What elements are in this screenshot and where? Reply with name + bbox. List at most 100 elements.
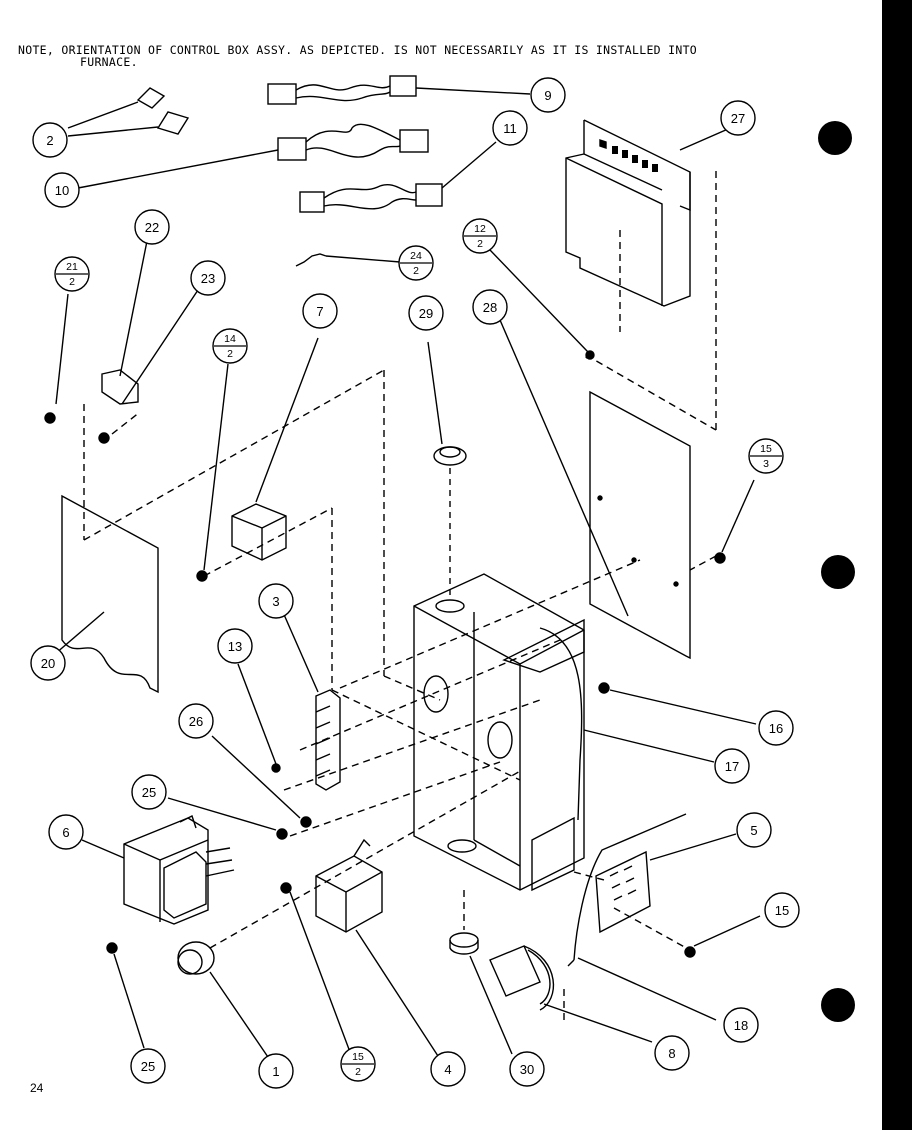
- callout-1: 1: [258, 1053, 294, 1089]
- svg-text:10: 10: [55, 183, 69, 198]
- registration-dot: [821, 988, 855, 1022]
- callout-11: 11: [492, 110, 528, 146]
- callout-29: 29: [408, 295, 444, 331]
- callout-24-over-2: 24 2: [398, 245, 434, 281]
- part-15-screw: [714, 479, 755, 564]
- svg-text:17: 17: [725, 759, 739, 774]
- callout-18: 18: [723, 1007, 759, 1043]
- svg-text:25: 25: [142, 785, 156, 800]
- page-number: 24: [30, 1081, 44, 1095]
- callout-14-over-2: 14 2: [212, 328, 248, 364]
- part-30-plug: [449, 932, 513, 1055]
- callout-15-over-3: 15 3: [748, 438, 784, 474]
- part-6-transformer: [81, 815, 235, 1049]
- svg-text:26: 26: [189, 714, 203, 729]
- part-3-terminal-strip: [237, 609, 341, 791]
- svg-text:15: 15: [352, 1051, 364, 1063]
- svg-text:2: 2: [69, 276, 75, 288]
- callout-8: 8: [654, 1035, 690, 1071]
- callout-16: 16: [758, 710, 794, 746]
- note-line-2: FURNACE.: [80, 55, 138, 69]
- part-9-wire-harness: [267, 75, 531, 105]
- part-7-relay: [196, 337, 319, 582]
- callout-13: 13: [217, 628, 253, 664]
- callout-7: 7: [302, 293, 338, 329]
- svg-text:16: 16: [769, 721, 783, 736]
- svg-text:7: 7: [316, 304, 323, 319]
- callout-10: 10: [44, 172, 80, 208]
- callout-5: 5: [736, 812, 772, 848]
- svg-text:21: 21: [66, 261, 78, 273]
- svg-text:14: 14: [224, 333, 236, 345]
- callout-28: 28: [472, 289, 508, 325]
- callout-12-over-2: 12 2: [462, 218, 589, 353]
- svg-text:12: 12: [474, 223, 486, 235]
- callout-circles: 2 9 10 11 27 22 23 7 29 28 20 3 13 26 25…: [30, 77, 800, 1089]
- svg-text:4: 4: [444, 1062, 451, 1077]
- part-22-switch: [44, 235, 199, 444]
- svg-text:2: 2: [227, 348, 233, 360]
- part-26-screw: [167, 735, 351, 1053]
- svg-text:2: 2: [355, 1066, 361, 1078]
- callout-15-over-2: 15 2: [340, 1046, 376, 1082]
- part-4-relay: [315, 838, 439, 1057]
- callout-25-upper: 25: [131, 774, 167, 810]
- callout-4: 4: [430, 1051, 466, 1087]
- control-box-housing: [413, 573, 585, 892]
- svg-text:24: 24: [410, 250, 422, 262]
- callout-2: 2: [32, 122, 68, 158]
- svg-text:3: 3: [763, 458, 769, 470]
- svg-text:3: 3: [272, 594, 279, 609]
- part-5-circuit-board: [595, 833, 761, 958]
- svg-text:5: 5: [750, 823, 757, 838]
- svg-text:23: 23: [201, 271, 215, 286]
- part-10-wire-harness: [77, 123, 429, 189]
- svg-text:29: 29: [419, 306, 433, 321]
- part-28-cover-plate: [499, 319, 691, 660]
- registration-dot: [821, 555, 855, 589]
- fraction-callouts: 21 2 12 2 24 2 14 2 15 3: [54, 218, 784, 1082]
- part-29-grommet: [427, 341, 467, 600]
- callout-30: 30: [509, 1051, 545, 1087]
- part-2-wire-caps: [67, 87, 190, 137]
- callout-21-over-2: 21 2: [54, 256, 90, 292]
- svg-text:22: 22: [145, 220, 159, 235]
- svg-text:1: 1: [272, 1064, 279, 1079]
- svg-text:6: 6: [62, 825, 69, 840]
- callout-17: 17: [714, 748, 750, 784]
- svg-text:15: 15: [760, 443, 772, 455]
- callout-3: 3: [258, 583, 294, 619]
- registration-dot: [818, 121, 852, 155]
- svg-text:9: 9: [544, 88, 551, 103]
- callout-25-lower: 25: [130, 1048, 166, 1084]
- callout-22: 22: [134, 209, 170, 245]
- part-11-wire-harness: [299, 141, 497, 213]
- svg-text:28: 28: [483, 300, 497, 315]
- svg-text:2: 2: [413, 265, 419, 277]
- callout-15: 15: [764, 892, 800, 928]
- svg-text:20: 20: [41, 656, 55, 671]
- part-18-flexible-lead: [567, 813, 717, 1021]
- callout-26: 26: [178, 703, 214, 739]
- part-1-bushing: [177, 941, 271, 1061]
- svg-text:2: 2: [477, 238, 483, 250]
- svg-text:15: 15: [775, 903, 789, 918]
- svg-text:18: 18: [734, 1018, 748, 1033]
- part-8-sensor-bracket: [489, 945, 653, 1043]
- part-27-control-module: [565, 119, 745, 360]
- callout-9: 9: [530, 77, 566, 113]
- part-24-wire-clip: [295, 253, 401, 267]
- part-16-screw: [583, 682, 757, 763]
- callout-20: 20: [30, 645, 66, 681]
- svg-text:11: 11: [503, 121, 517, 136]
- callout-6: 6: [48, 814, 84, 850]
- callout-27: 27: [720, 100, 756, 136]
- svg-text:2: 2: [46, 133, 53, 148]
- svg-text:25: 25: [141, 1059, 155, 1074]
- assembly-leader-lines: [83, 168, 717, 1020]
- note-line-1: NOTE, ORIENTATION OF CONTROL BOX ASSY. A…: [18, 43, 697, 57]
- callout-23: 23: [190, 260, 226, 296]
- svg-text:13: 13: [228, 639, 242, 654]
